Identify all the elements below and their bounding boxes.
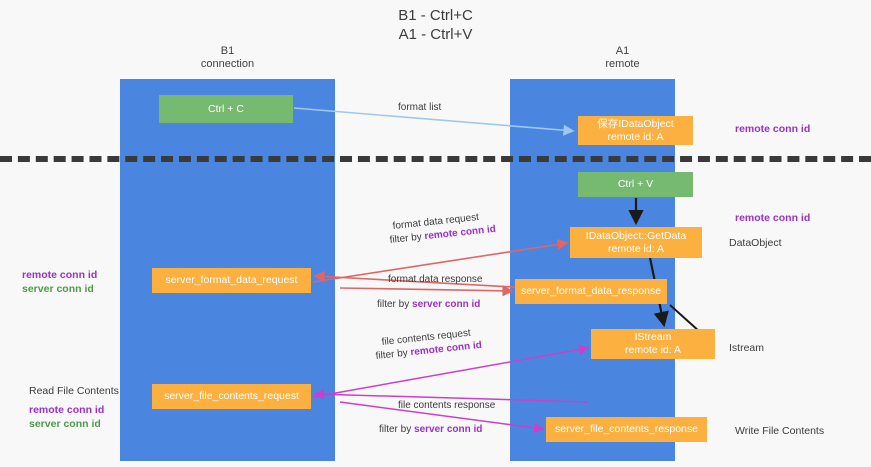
edge-label-file-contents-response-filter-prefix: filter by [379,424,415,435]
node-istream-line1: IStream [634,331,672,343]
annotation-istream-text: Istream [729,342,765,354]
annotation-remote-conn-id-dataobject: remote conn id [735,211,810,225]
annotation-dataobject: DataObject [729,236,782,250]
swimlane-header-a1-role: remote [605,58,640,70]
annotation-conn-ids-file-server: server conn id [29,418,101,430]
node-server-file-contents-response[interactable]: server_file_contents_response [546,417,707,442]
annotation-remote-conn-id-dataobject-text: remote conn id [735,212,811,224]
node-idataobject-getdata[interactable]: IDataObject::GetData remote id: A [570,227,702,258]
annotation-read-file-contents: Read File Contents [29,385,119,397]
edge-label-format-data-response-text: format data response [388,274,483,285]
phase-divider [0,156,871,162]
edge-label-format-data-response-filter-value: server conn id [412,299,481,310]
node-server-format-data-response-label: server_format_data_response [520,285,662,297]
edge-label-file-contents-response-filter: filter by server conn id [379,423,482,436]
annotation-read-file-contents-group: Read File Contents remote conn id server… [29,384,119,431]
node-server-format-data-request-label: server_format_data_request [165,274,298,286]
node-save-idataobject-line2: remote id: A [607,130,664,143]
annotation-write-file-contents-text: Write File Contents [735,425,825,437]
edge-label-format-data-request-filter-prefix: filter by [389,231,426,246]
node-istream-line2: remote id: A [624,344,682,356]
title-line-2: A1 - Ctrl+V [398,26,473,43]
node-ctrl-v[interactable]: Ctrl + V [578,172,693,197]
edge-label-format-data-response-filter-prefix: filter by [377,299,413,310]
node-save-idataobject-line1: 保存IDataObject [597,117,674,130]
edge-label-file-contents-request-filter-prefix: filter by [375,347,412,362]
annotation-istream: Istream [729,341,764,355]
node-idataobject-getdata-line2: remote id: A [607,242,665,255]
node-save-idataobject[interactable]: 保存IDataObject remote id: A [578,116,693,145]
edge-label-format-data-response-filter: filter by server conn id [377,298,480,311]
edge-format-data-response-out [339,285,514,297]
swimlane-header-a1-name: A1 [615,45,630,57]
diagram-title: B1 - Ctrl+C A1 - Ctrl+V [0,6,871,44]
node-server-file-contents-request-label: server_file_contents_request [164,390,299,402]
annotation-conn-ids-file-remote: remote conn id [29,404,105,416]
node-ctrl-c[interactable]: Ctrl + C [159,95,293,123]
annotation-conn-ids-format: remote conn id server conn id [22,268,97,296]
annotation-remote-conn-id-top-text: remote conn id [735,123,811,135]
swimlane-header-a1: A1 remote [545,45,700,71]
edge-label-format-list: format list [398,101,441,114]
node-istream[interactable]: IStream remote id: A [591,329,715,359]
node-server-format-data-request[interactable]: server_format_data_request [152,268,311,293]
edge-label-file-contents-response-filter-value: server conn id [414,424,483,435]
annotation-remote-conn-id-top: remote conn id [735,122,810,136]
title-line-1: B1 - Ctrl+C [398,7,473,24]
node-server-file-contents-request[interactable]: server_file_contents_request [152,384,311,409]
swimlane-header-b1-name: B1 [220,45,235,57]
node-idataobject-getdata-line1: IDataObject::GetData [585,229,687,242]
edge-label-format-data-response: format data response [388,273,483,286]
swimlane-header-b1-role: connection [200,58,255,70]
annotation-conn-ids-format-server: server conn id [22,283,94,295]
edge-label-file-contents-response: file contents response [398,399,495,412]
swimlane-header-b1: B1 connection [150,45,305,71]
edge-label-format-list-text: format list [398,102,442,113]
annotation-conn-ids-format-remote: remote conn id [22,269,98,281]
node-ctrl-v-label: Ctrl + V [617,178,654,190]
node-server-file-contents-response-label: server_file_contents_response [554,423,698,435]
node-server-format-data-response[interactable]: server_format_data_response [515,279,667,304]
node-ctrl-c-label: Ctrl + C [208,102,244,115]
annotation-write-file-contents: Write File Contents [735,424,824,438]
annotation-dataobject-text: DataObject [729,237,782,249]
edge-label-file-contents-response-text: file contents response [398,400,496,411]
